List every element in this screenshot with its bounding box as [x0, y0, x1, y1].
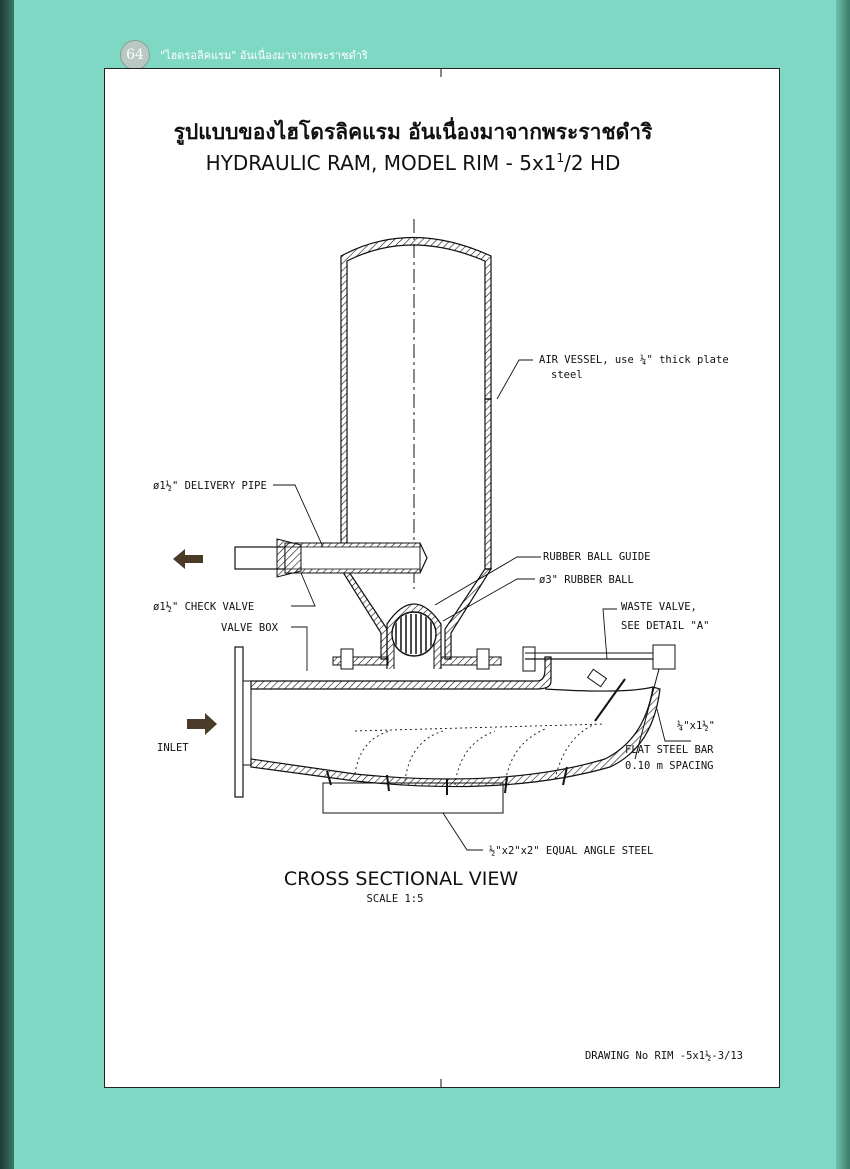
label-check-valve: ø1½" CHECK VALVE — [153, 601, 254, 613]
delivery-arrow — [173, 549, 203, 569]
page-edge — [836, 0, 850, 1169]
label-waste-valve-line1: WASTE VALVE, — [621, 601, 697, 613]
label-inlet: INLET — [157, 742, 189, 754]
angle-steel-supports — [322, 766, 568, 814]
title-english-main: HYDRAULIC RAM, MODEL RIM - 5x1 — [206, 151, 557, 175]
waste-valve — [525, 644, 676, 760]
book-spine — [0, 0, 16, 1169]
label-air-vessel-line1: AIR VESSEL, use ¼" thick plate — [539, 354, 729, 366]
label-waste-valve-line2: SEE DETAIL "A" — [621, 620, 710, 632]
title-thai: รูปแบบของไฮโดรลิคแรม อันเนื่องมาจากพระรา… — [174, 116, 653, 146]
air-vessel — [339, 237, 493, 660]
label-valve-box: VALVE BOX — [221, 622, 279, 634]
page-number: 64 — [120, 40, 150, 70]
technical-drawing: รูปแบบของไฮโดรลิคแรม อันเนื่องมาจากพระรา… — [153, 69, 743, 1087]
rubber-ball-assembly — [386, 603, 442, 669]
inlet-arrow — [187, 713, 217, 735]
drawing-number: DRAWING No RIM -5x1½-3/13 — [585, 1050, 743, 1062]
label-rubber-ball-guide: RUBBER BALL GUIDE — [543, 551, 650, 563]
view-scale: SCALE 1:5 — [367, 893, 424, 905]
view-title: CROSS SECTIONAL VIEW — [284, 868, 519, 890]
title-english-rest: /2 HD — [564, 151, 620, 175]
label-air-vessel-line2: steel — [551, 369, 583, 381]
title-english: HYDRAULIC RAM, MODEL RIM - 5x11/2 HD — [206, 151, 621, 175]
running-title: "ไฮดรอลิคแรม" อันเนื่องมาจากพระราชดำริ — [160, 49, 368, 62]
label-flat-steel-bar-line1: FLAT STEEL BAR — [625, 744, 714, 756]
ram-body — [234, 646, 661, 798]
leader-lines — [273, 359, 691, 851]
page-header: 64 "ไฮดรอลิคแรม" อันเนื่องมาจากพระราชดำร… — [120, 40, 368, 70]
label-flat-steel-bar-line2: 0.10 m SPACING — [625, 760, 714, 772]
label-rubber-ball: ø3" RUBBER BALL — [539, 574, 634, 586]
delivery-pipe — [234, 538, 428, 578]
drawing-sheet: รูปแบบของไฮโดรลิคแรม อันเนื่องมาจากพระรา… — [104, 68, 780, 1088]
label-delivery-pipe: ø1½" DELIVERY PIPE — [153, 480, 267, 492]
label-flat-bar-size: ¼"x1½" — [677, 720, 715, 732]
title-english-sup: 1 — [557, 151, 565, 165]
label-angle-steel: ½"x2"x2" EQUAL ANGLE STEEL — [489, 845, 653, 857]
